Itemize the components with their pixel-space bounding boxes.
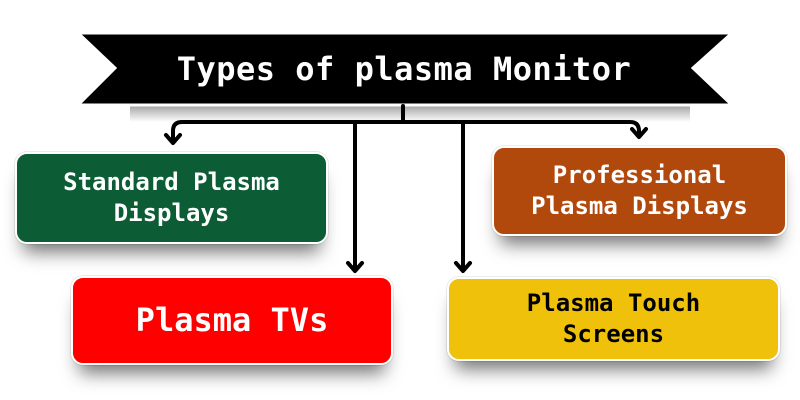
banner-shadow — [130, 106, 690, 122]
diagram-title: Types of plasma Monitor — [176, 50, 632, 88]
arrowheads — [164, 127, 648, 273]
node-label: Plasma Touch Screens — [526, 288, 701, 348]
node-standard-plasma-displays: Standard Plasma Displays — [15, 152, 328, 244]
title-banner — [74, 31, 736, 107]
node-label: Plasma TVs — [135, 300, 329, 339]
node-professional-plasma-displays: Professional Plasma Displays — [492, 146, 787, 236]
node-plasma-touch-screens: Plasma Touch Screens — [447, 277, 780, 361]
arrow-down-icon — [346, 261, 364, 273]
arrow-down-icon — [630, 127, 648, 139]
connector-standard — [171, 120, 405, 144]
connector-professional — [401, 120, 641, 138]
node-label: Professional Plasma Displays — [531, 160, 748, 220]
arrow-down-icon — [454, 261, 472, 273]
node-plasma-tvs: Plasma TVs — [71, 276, 393, 365]
node-label: Standard Plasma Displays — [63, 167, 280, 227]
connectors — [171, 104, 641, 272]
arrow-down-icon — [164, 133, 182, 145]
